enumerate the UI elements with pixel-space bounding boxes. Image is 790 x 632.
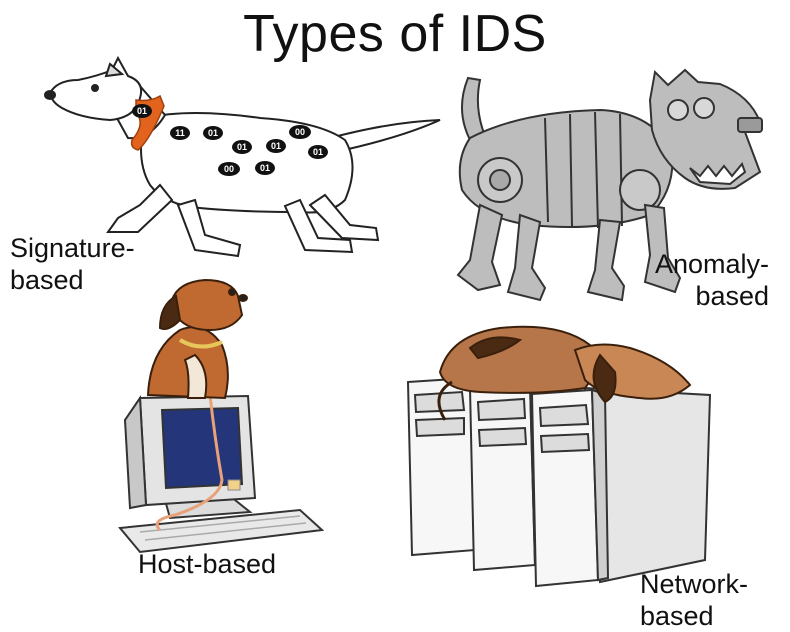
bit-label: 01	[237, 142, 247, 152]
label-line: based	[10, 265, 84, 295]
label-anomaly-based: Anomaly- based	[655, 248, 769, 312]
host-dog	[146, 278, 248, 400]
label-line: based	[695, 281, 770, 311]
host-computer	[118, 394, 325, 554]
signature-dog	[44, 55, 441, 258]
bit-label: 01	[260, 163, 270, 173]
bit-label: 01	[313, 147, 323, 157]
network-servers	[406, 376, 712, 588]
label-line: Signature-	[10, 233, 135, 263]
bit-label: 01	[271, 141, 281, 151]
binary-spots: 01 11 01 01 01 00 01 00 01	[132, 104, 328, 176]
label-line: Host-based	[138, 549, 277, 579]
robot-dog	[456, 68, 763, 302]
network-dog	[437, 325, 692, 421]
label-host-based: Host-based	[138, 548, 276, 580]
bit-label: 01	[208, 128, 218, 138]
bit-label: 11	[175, 128, 185, 138]
bit-label: 00	[295, 127, 305, 137]
bit-label: 01	[137, 106, 147, 116]
label-line: based	[640, 601, 714, 631]
label-line: Anomaly-	[655, 249, 770, 279]
bit-label: 00	[224, 164, 234, 174]
label-network-based: Network- based	[640, 568, 748, 632]
page-title: Types of IDS	[243, 5, 547, 63]
label-line: Network-	[640, 569, 749, 599]
label-signature-based: Signature- based	[10, 232, 135, 296]
